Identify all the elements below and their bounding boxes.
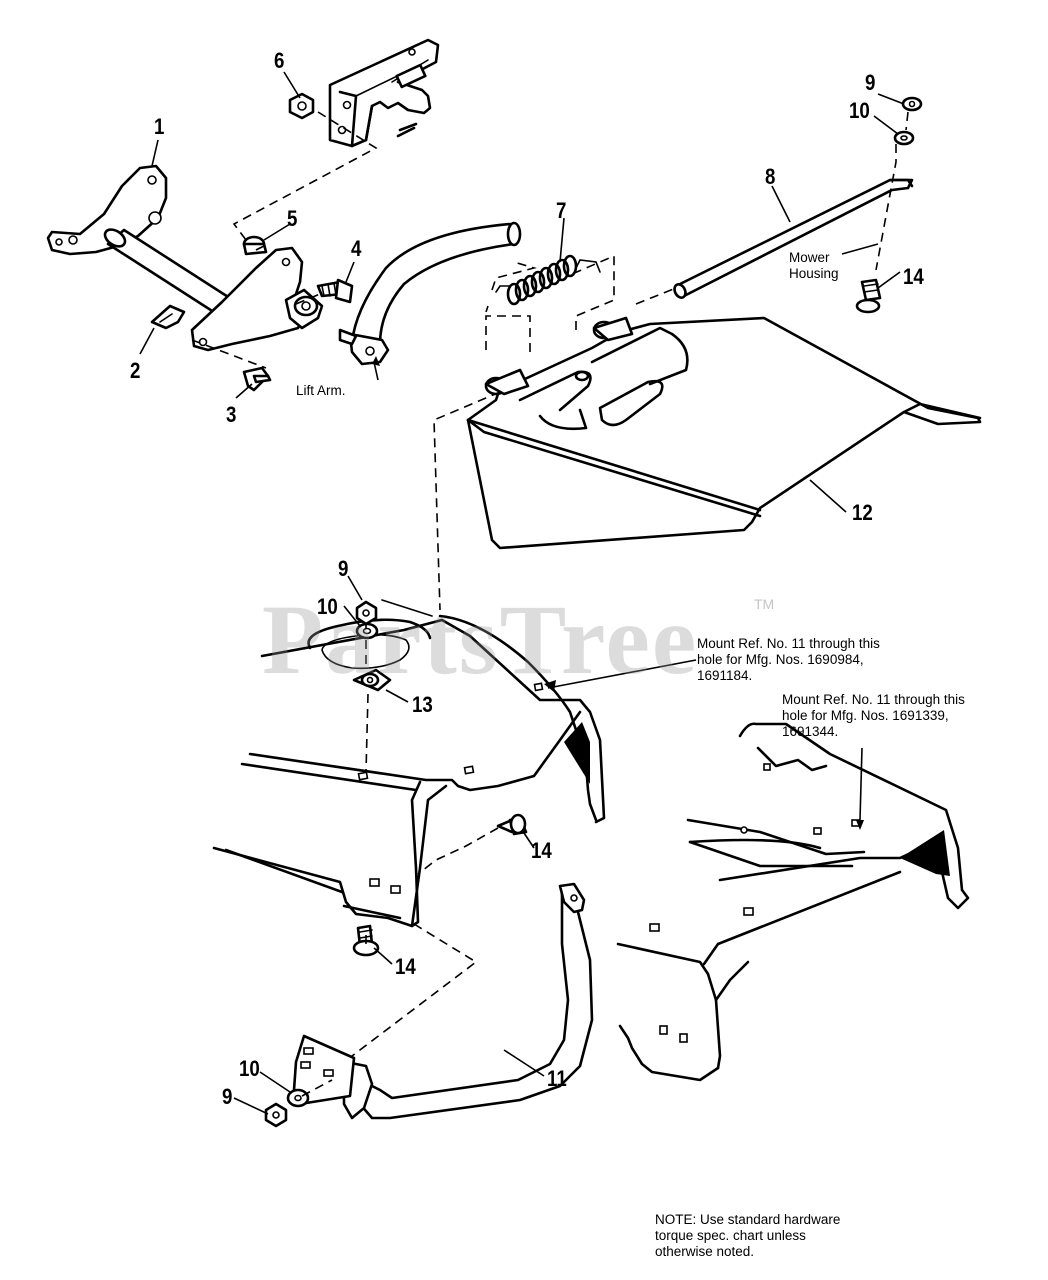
lift-arm-curved [338,221,522,381]
part-5-bushing [242,235,268,256]
lift-arm-label: Lift Arm. [296,383,346,398]
trademark-symbol: TM [754,596,775,612]
part-2-clip [150,304,186,330]
leader-lines [139,71,905,1115]
callout-9-center: 9 [338,556,349,581]
mower-housing-left [212,599,606,928]
mount-ref-note-a-line-1: Mount Ref. No. 11 through this [697,636,880,651]
callout-8: 8 [765,164,776,189]
callout-10-lower: 10 [239,1056,260,1081]
mower-housing-label-line-1: Mower [789,250,830,265]
callout-7: 7 [556,198,567,223]
mower-housing-label-line-2: Housing [789,266,839,282]
part-1-lift-shaft-assembly [46,164,324,352]
callout-14-lower: 14 [395,954,416,979]
callout-9-top: 9 [865,70,876,95]
torque-spec-note-line-2: torque spec. chart unless [655,1228,806,1244]
callout-4: 4 [351,236,362,261]
mount-ref-note-a-line-3: 1691184. [697,668,753,684]
torque-spec-note-line-3: otherwise noted. [655,1244,755,1260]
callout-9-lower: 9 [222,1084,233,1109]
mount-ref-note-a-line-2: hole for Mfg. Nos. 1690984, [697,652,864,668]
part-3-pin [242,366,272,392]
callout-12: 12 [852,500,873,525]
callout-14-middle: 14 [531,838,552,863]
part-10-washer-lower [286,1088,310,1108]
part-10-washer-top [893,130,915,146]
part-14-bolt-lower [352,924,380,957]
callout-11: 11 [547,1066,567,1091]
callout-14-top: 14 [903,264,924,289]
part-9-nut-top [901,96,923,112]
mount-ref-note-b-line-2: hole for Mfg. Nos. 1691339, [782,708,949,724]
callout-6: 6 [274,48,285,73]
part-7-spring [495,254,601,306]
part-12-deflector [466,316,982,550]
mower-housing-right [616,722,970,1082]
part-14-bolt-top [855,278,882,314]
part-4-bolt [316,278,354,304]
part-9-nut-center [355,600,378,626]
mower-housing-label: Mower Housing [789,250,839,282]
callout-1: 1 [154,114,165,139]
mount-ref-note-a: Mount Ref. No. 11 through this hole for … [697,636,880,685]
part-9-nut-lower [264,1102,288,1128]
part-11-support-arm [292,882,594,1120]
callout-5: 5 [287,206,298,231]
callout-2: 2 [130,358,141,383]
callout-10-center: 10 [317,594,338,619]
part-14-bolt-middle [496,813,528,836]
mount-ref-note-b-line-1: Mount Ref. No. 11 through this [782,692,965,707]
torque-spec-note: NOTE: Use standard hardware torque spec.… [655,1212,840,1261]
callout-10-top: 10 [849,98,870,123]
callout-3: 3 [226,402,237,427]
part-8-rod [673,178,914,299]
callout-13: 13 [412,692,433,717]
part-13-bracket [352,668,392,692]
upper-mounting-bracket [328,38,440,148]
torque-spec-note-line-1: NOTE: Use standard hardware [655,1212,841,1227]
assembly-lines [191,111,909,1097]
part-6-nut [288,92,315,120]
part-10-washer-center [355,622,379,640]
mount-ref-note-b: Mount Ref. No. 11 through this hole for … [782,692,965,741]
mount-ref-note-b-line-3: 1691344. [782,724,839,740]
partstree-watermark: PartsTree [262,584,699,695]
